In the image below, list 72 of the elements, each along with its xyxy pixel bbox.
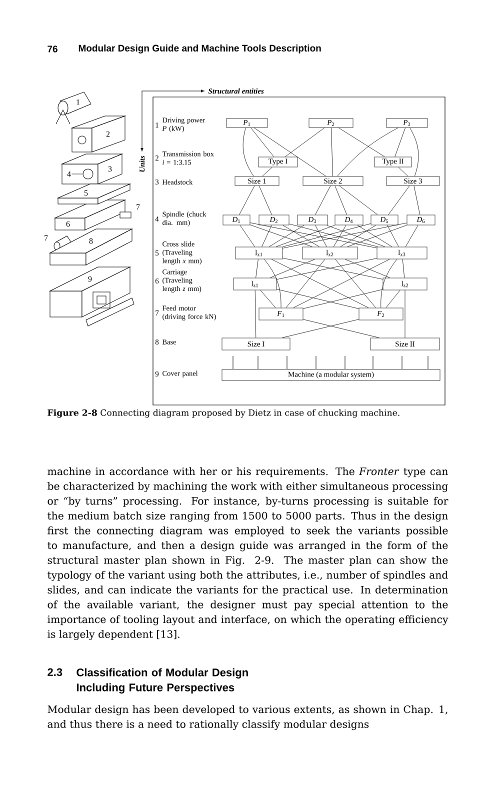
connecting-line: [289, 224, 378, 247]
connecting-line: [282, 222, 407, 248]
body-paragraph: machine in accordance with her or his requirements. The Fronter type can be characterized by machining the work with either simultaneous processing or “by turns” processing. For instance, by-turns processing is suitable for the medium batch size ranging from 1500 to 5000 parts. Thus in the design first the connecting diagram was employed to seek the variants possible to manufacture, and then a design guide was arranged in the form of the structural master plan shown in Fig. 2-9. The master plan can show the typology of the variant using both the attributes, i.e., number of spindles and slides, and can indicate the variants for the practical use. In determination of the available variant, the designer must pay special attention to the importance of tooling layout and interface, on which the operating efficiency is largely dependent [13].: [48, 467, 448, 640]
connecting-line: [357, 225, 392, 247]
connecting-line: [405, 225, 418, 247]
section-number: 2.3: [48, 668, 62, 676]
connecting-line: [250, 222, 377, 248]
body-paragraph: Modular design has been developed to various extents, as shown in Chap. 1, and thus there is a need to rationally classify modular designs: [48, 705, 448, 730]
connecting-line: [250, 128, 274, 157]
connecting-line: [333, 225, 346, 247]
connecting-line: [404, 290, 406, 338]
connecting-line: [242, 128, 254, 176]
connecting-line: [256, 259, 258, 278]
connecting-line: [260, 290, 276, 308]
connecting-line: [334, 186, 348, 215]
connecting-line: [282, 225, 320, 247]
running-head: Modular Design Guide and Machine Tools Description: [78, 44, 321, 54]
connecting-line: [340, 225, 376, 247]
connecting-line: [254, 290, 256, 338]
connecting-line: [239, 186, 255, 215]
connecting-line: [380, 259, 398, 308]
connecting-line: [262, 225, 272, 247]
connecting-line: [330, 128, 334, 176]
connecting-line: [414, 186, 420, 215]
section-heading: Classification of Modular Design Including Future Perspectives: [76, 668, 248, 694]
connecting-line: [315, 186, 331, 215]
connecting-line: [240, 225, 255, 247]
connecting-line: [268, 225, 304, 247]
connecting-line: [258, 186, 272, 215]
connecting-line: [344, 259, 390, 278]
connecting-line: [398, 167, 408, 176]
connecting-line: [282, 223, 371, 247]
part-number: 1: [76, 99, 80, 105]
connecting-line: [394, 128, 406, 157]
connecting-line: [282, 319, 359, 338]
connecting-line: [276, 288, 359, 309]
part-number: 2: [106, 131, 110, 137]
connecting-line: [337, 128, 398, 176]
part-number: 7: [136, 204, 140, 210]
connecting-line: [339, 186, 378, 215]
part-number: 6: [66, 221, 70, 227]
connecting-line: [338, 128, 385, 157]
connecting-line: [303, 319, 380, 338]
part-number: 7: [44, 235, 48, 241]
connecting-line: [262, 167, 272, 176]
connecting-line: [315, 225, 327, 247]
connecting-line: [254, 128, 326, 176]
connecting-line: [386, 290, 400, 308]
connecting-line: [293, 259, 390, 308]
connecting-line: [286, 259, 326, 308]
callout-number: 4: [67, 171, 71, 177]
connecting-line: [410, 128, 419, 176]
spindle-hole: [82, 168, 94, 180]
connecting-line: [250, 224, 312, 247]
connecting-line: [402, 259, 405, 278]
connecting-line: [303, 289, 383, 309]
connecting-line: [276, 225, 335, 247]
connecting-line: [264, 259, 282, 308]
connecting-line: [335, 259, 376, 308]
part-number: 3: [108, 166, 112, 172]
figure-caption: Figure 2-8 Connecting diagram proposed by Dietz in case of chucking machine.: [48, 409, 400, 418]
connecting-line: [388, 186, 410, 215]
connecting-line: [347, 224, 407, 247]
connecting-line: [387, 225, 399, 247]
running-head: 76: [48, 46, 58, 52]
connecting-line: [284, 128, 325, 157]
connecting-line: [271, 259, 369, 308]
connecting-line: [270, 259, 316, 278]
part-number: 5: [84, 190, 88, 196]
part-number: 9: [88, 276, 92, 282]
connecting-line: [326, 225, 386, 247]
part-number: 8: [89, 238, 93, 244]
